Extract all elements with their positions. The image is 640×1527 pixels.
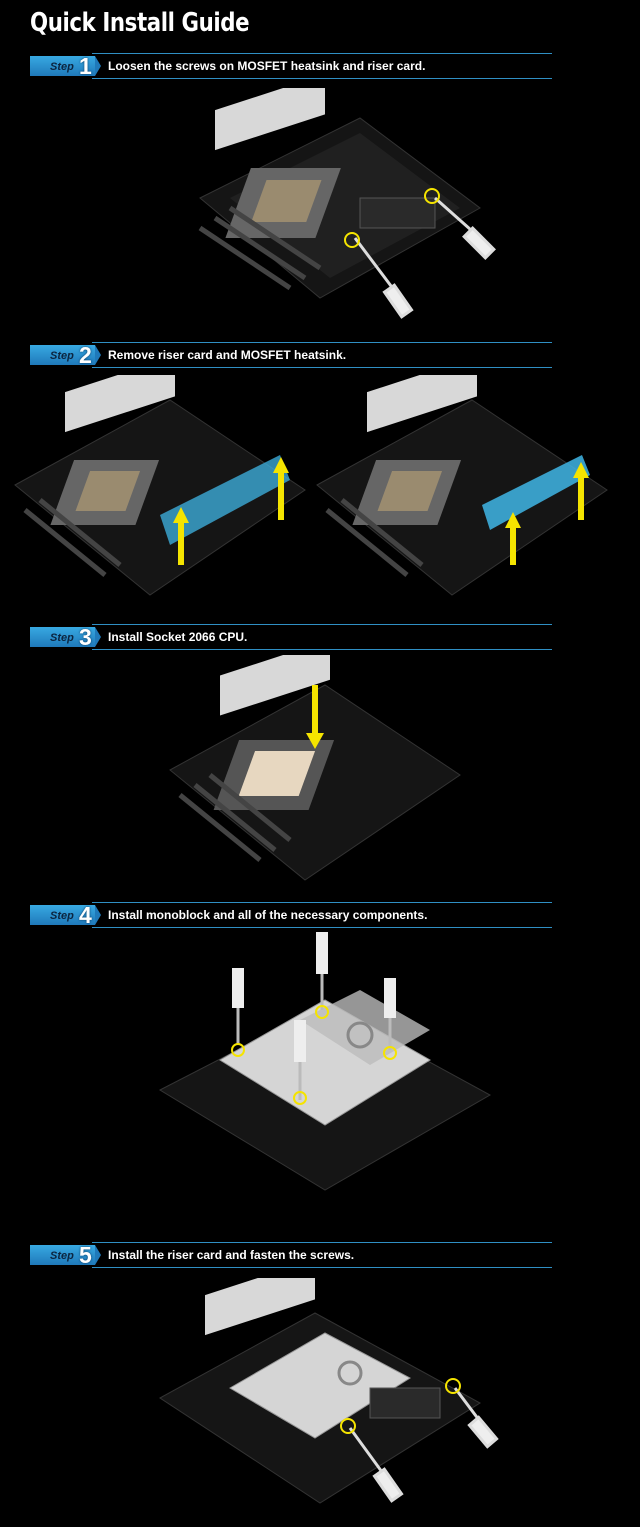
step-5-instruction: Install the riser card and fasten the sc… (108, 1248, 355, 1262)
step-2-badge: Step 2 (30, 342, 101, 368)
screwdriver-icon (316, 932, 328, 1010)
step-5-illustration (150, 1278, 500, 1518)
screwdriver-icon (453, 1387, 499, 1449)
screw-rotate-icon (383, 1046, 397, 1060)
arrow-up-icon (505, 512, 521, 565)
screw-rotate-icon (340, 1418, 356, 1434)
step-label: Step (50, 632, 74, 644)
screwdriver-icon (434, 196, 496, 260)
step-5-badge: Step 5 (30, 1242, 101, 1268)
step-4-instruction: Install monoblock and all of the necessa… (108, 908, 428, 922)
screw-rotate-icon (293, 1091, 307, 1105)
screw-rotate-icon (315, 1005, 329, 1019)
step-1-illustration (160, 88, 510, 328)
screwdriver-icon (232, 968, 244, 1045)
step-2-illustration-left (10, 375, 310, 610)
step-number: 4 (79, 902, 92, 928)
step-number: 5 (79, 1242, 92, 1268)
screw-rotate-icon (344, 232, 360, 248)
step-2-illustration-right (312, 375, 612, 610)
screwdriver-icon (384, 978, 396, 1050)
arrow-down-icon (306, 685, 324, 749)
step-2-header: Step 2 Remove riser card and MOSFET heat… (30, 342, 552, 368)
step-label: Step (50, 350, 74, 362)
step-number: 2 (79, 342, 92, 368)
step-1-instruction: Loosen the screws on MOSFET heatsink and… (108, 59, 426, 73)
step-2-instruction: Remove riser card and MOSFET heatsink. (108, 348, 347, 362)
step-5-header: Step 5 Install the riser card and fasten… (30, 1242, 552, 1268)
step-number: 3 (79, 624, 92, 650)
step-label: Step (50, 61, 74, 73)
screw-rotate-icon (231, 1043, 245, 1057)
screwdriver-icon (348, 1427, 404, 1503)
screw-rotate-icon (424, 188, 440, 204)
step-4-illustration (150, 930, 500, 1200)
step-3-badge: Step 3 (30, 624, 101, 650)
screw-rotate-icon (445, 1378, 461, 1394)
step-1-header: Step 1 Loosen the screws on MOSFET heats… (30, 53, 552, 79)
arrow-up-icon (173, 507, 189, 565)
step-3-instruction: Install Socket 2066 CPU. (108, 630, 248, 644)
step-4-badge: Step 4 (30, 902, 101, 928)
screwdriver-icon (353, 237, 414, 319)
screwdriver-icon (294, 1020, 306, 1100)
page-title: Quick Install Guide (30, 8, 250, 38)
step-number: 1 (79, 53, 92, 79)
arrow-up-icon (573, 462, 589, 520)
arrow-up-icon (273, 457, 289, 520)
step-label: Step (50, 910, 74, 922)
step-3-header: Step 3 Install Socket 2066 CPU. (30, 624, 552, 650)
step-1-badge: Step 1 (30, 53, 101, 79)
step-4-header: Step 4 Install monoblock and all of the … (30, 902, 552, 928)
step-label: Step (50, 1250, 74, 1262)
step-3-illustration (160, 655, 470, 895)
